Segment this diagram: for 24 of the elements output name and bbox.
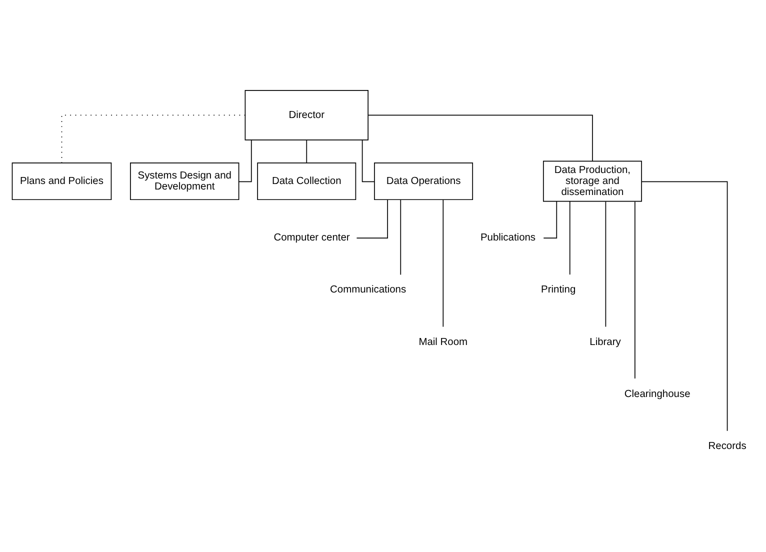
connector — [400, 199, 402, 276]
connector — [569, 201, 570, 275]
node-text: Printing — [541, 284, 576, 296]
connector — [61, 114, 246, 164]
node-box: Data Operations — [374, 162, 474, 200]
connector — [368, 114, 593, 162]
node-text: Computer center — [274, 232, 350, 244]
node-box: Director — [244, 90, 368, 140]
connector — [641, 181, 728, 432]
connector — [356, 199, 388, 238]
node-text: Publications — [480, 232, 536, 244]
node-box: Plans and Policies — [12, 162, 112, 200]
node-text: Mail Room — [418, 336, 468, 348]
connector — [306, 140, 308, 164]
node-text: Records — [708, 440, 746, 452]
node-text: Clearinghouse — [624, 388, 690, 400]
connector — [605, 201, 606, 328]
connector — [634, 201, 636, 379]
node-box: Systems Design and Development — [130, 162, 240, 200]
connector — [442, 199, 444, 328]
node-box: Data Production, storage and dissemination — [542, 160, 642, 202]
node-box: Data Collection — [257, 162, 356, 200]
node-text: Communications — [330, 284, 406, 296]
node-text: Library — [590, 336, 621, 348]
